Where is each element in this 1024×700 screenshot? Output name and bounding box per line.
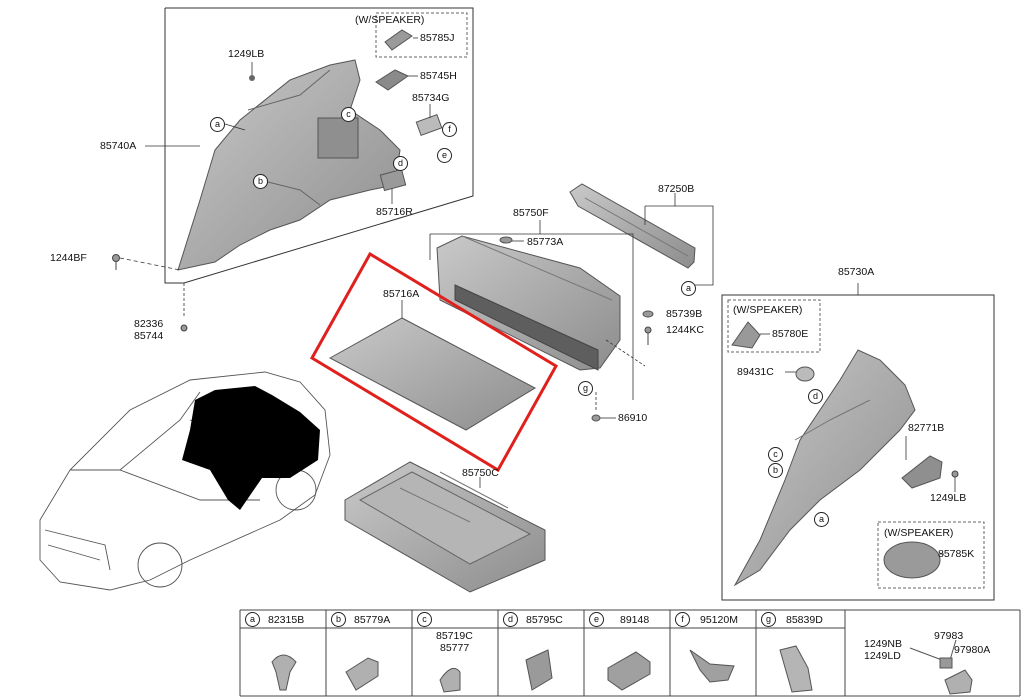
cover-85716R	[379, 168, 407, 192]
legend-part-85719C: 85719C	[436, 630, 473, 642]
left-quarter-trim-group	[119, 7, 474, 284]
legend-part-85779A: 85779A	[354, 614, 391, 626]
clip-85839D-icon	[779, 645, 813, 693]
part-label-1249LB-right: 1249LB	[930, 492, 967, 504]
part-label-85716A: 85716A	[383, 288, 420, 300]
callout-e: e	[437, 148, 452, 163]
right-quarter-trim-group	[721, 283, 995, 601]
clip-82336	[180, 283, 188, 332]
luggage-tray-85750F	[429, 220, 634, 422]
part-label-85745H: 85745H	[420, 70, 457, 82]
fasteners-85739B-1244KC	[605, 310, 654, 367]
fastener-95120M-icon	[689, 649, 735, 683]
legend-part-1249LD: 1249LD	[864, 650, 901, 662]
part-label-85740A: 85740A	[100, 140, 137, 152]
callout-a: a	[210, 117, 225, 132]
legend-key-g: g	[761, 612, 776, 627]
bracket-85734G	[415, 114, 443, 136]
highlighted-luggage-board-85716A	[309, 251, 559, 473]
speaker-grille-85785K	[883, 541, 941, 579]
clip-85719C-icon	[439, 667, 461, 693]
callout-g: g	[578, 381, 593, 396]
clip-82315B-icon	[271, 654, 297, 691]
legend-part-icons	[271, 639, 973, 695]
legend-key-e: e	[589, 612, 604, 627]
part-label-1244BF: 1244BF	[50, 252, 87, 264]
cover-85745H	[375, 69, 409, 91]
legend-part-97980A: 97980A	[954, 644, 991, 656]
with-speaker-label-right-bottom: (W/SPEAKER)	[884, 527, 954, 539]
legend-part-1249NB: 1249NB	[864, 638, 902, 650]
legend-part-89148: 89148	[620, 614, 650, 626]
part-label-82771B: 82771B	[908, 422, 945, 434]
bracket-97980A-icon	[944, 669, 973, 695]
legend-key-f: f	[675, 612, 690, 627]
clip-89431C	[795, 366, 815, 382]
legend-part-95120M: 95120M	[700, 614, 738, 626]
rear-garnish-87250B	[569, 183, 714, 286]
legend-key-b: b	[331, 612, 346, 627]
callout-c: c	[768, 447, 783, 462]
parts-legend-frame	[239, 609, 1021, 697]
callout-a: a	[814, 512, 829, 527]
with-speaker-label-right-top: (W/SPEAKER)	[733, 304, 803, 316]
part-label-85773A: 85773A	[527, 236, 564, 248]
part-label-85744: 85744	[134, 330, 164, 342]
callout-d: d	[393, 156, 408, 171]
right-quarter-trim-panel	[733, 349, 916, 587]
part-label-87250B: 87250B	[658, 183, 695, 195]
bracket-85795C-icon	[525, 649, 553, 691]
left-quarter-trim-panel	[177, 59, 401, 271]
legend-part-85839D: 85839D	[786, 614, 823, 626]
legend-part-85795C: 85795C	[526, 614, 563, 626]
cover-85779A-icon	[345, 657, 379, 691]
callout-f: f	[442, 122, 457, 137]
part-label-85750C: 85750C	[462, 467, 499, 479]
part-label-86910: 86910	[618, 412, 648, 424]
bolt-1244BF	[112, 254, 120, 270]
part-label-85734G: 85734G	[412, 92, 450, 104]
part-label-85739B: 85739B	[666, 308, 703, 320]
callout-a: a	[681, 281, 696, 296]
speaker-cover-85785J	[384, 29, 413, 51]
part-label-85780E: 85780E	[772, 328, 809, 340]
with-speaker-label-top: (W/SPEAKER)	[355, 14, 425, 26]
callout-c: c	[341, 107, 356, 122]
cover-89148-icon	[607, 651, 651, 691]
part-label-85716R: 85716R	[376, 206, 413, 218]
part-label-1249LB-top: 1249LB	[228, 48, 265, 60]
part-label-89431C: 89431C	[737, 366, 774, 378]
legend-part-85777: 85777	[440, 642, 470, 654]
bracket-82771B	[901, 455, 943, 489]
legend-part-82315B: 82315B	[268, 614, 305, 626]
part-label-85750F: 85750F	[513, 207, 549, 219]
part-label-85785K: 85785K	[938, 548, 975, 560]
vehicle-highlight-area	[182, 386, 320, 510]
part-label-85785J: 85785J	[420, 32, 455, 44]
legend-part-97983: 97983	[934, 630, 964, 642]
callout-b: b	[768, 463, 783, 478]
part-label-85730A: 85730A	[838, 266, 875, 278]
legend-key-d: d	[503, 612, 518, 627]
under-tray-85750C	[344, 461, 546, 593]
part-label-1244KC: 1244KC	[666, 324, 704, 336]
legend-key-c: c	[417, 612, 432, 627]
callout-d: d	[808, 389, 823, 404]
part-label-82336: 82336	[134, 318, 164, 330]
callout-b: b	[253, 174, 268, 189]
legend-key-a: a	[245, 612, 260, 627]
speaker-cover-85780E	[731, 321, 761, 349]
